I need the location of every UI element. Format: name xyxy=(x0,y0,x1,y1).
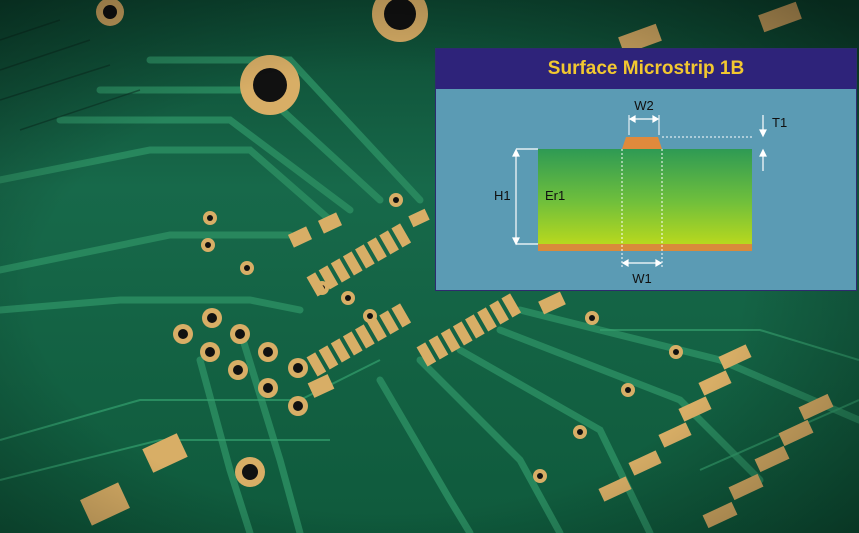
dielectric-substrate xyxy=(538,149,752,244)
label-w1: W1 xyxy=(632,271,652,286)
diagram-title: Surface Microstrip 1B xyxy=(547,58,745,79)
w1-dimension-arrow xyxy=(621,258,663,268)
diagram-title-bar: Surface Microstrip 1B xyxy=(436,49,856,89)
cross-section-diagram: W2 T1 H1 Er1 W1 xyxy=(494,98,787,286)
t1-dimension-arrows xyxy=(759,115,767,171)
label-h1: H1 xyxy=(494,188,511,203)
ground-plane xyxy=(538,244,752,251)
w2-dimension-arrow xyxy=(628,114,660,124)
microstrip-diagram-panel: Surface Microstrip 1B W2 xyxy=(435,48,857,291)
label-er1: Er1 xyxy=(545,188,565,203)
microstrip-trace xyxy=(622,137,662,149)
h1-dimension-arrow xyxy=(512,148,538,246)
label-t1: T1 xyxy=(772,115,787,130)
label-w2: W2 xyxy=(634,98,654,113)
